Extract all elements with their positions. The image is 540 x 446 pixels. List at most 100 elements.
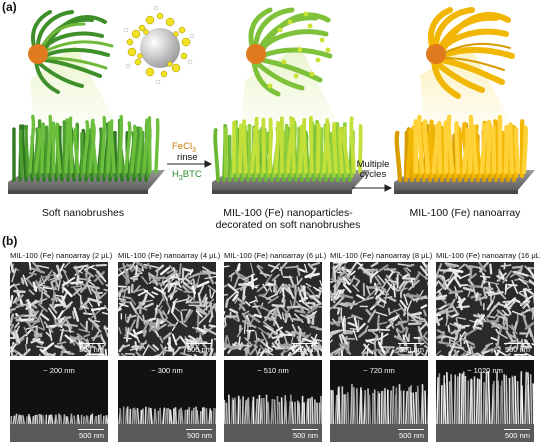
nanobrush-fiber bbox=[521, 125, 529, 175]
nanobrush-fiber bbox=[429, 119, 435, 179]
nanobrush-fiber bbox=[68, 116, 74, 174]
nanobrush-fiber bbox=[109, 119, 116, 174]
nanobrush-fiber bbox=[416, 114, 425, 175]
scale-bar bbox=[186, 428, 212, 430]
soft-nanobrush-array bbox=[8, 114, 165, 194]
nanobrush-fiber bbox=[316, 123, 321, 174]
scale-bar-label: 500 nm bbox=[504, 345, 530, 354]
scale-bar bbox=[292, 428, 318, 430]
scale-bar-label: 500 nm bbox=[78, 345, 104, 354]
nanobrush-fiber bbox=[18, 129, 24, 178]
nanobrush-fiber bbox=[20, 124, 28, 182]
mof-nanoarray bbox=[394, 114, 535, 194]
sem-cross-section-image: ~ 720 nm 500 nm bbox=[330, 360, 428, 442]
nanobrush-fiber bbox=[130, 124, 137, 174]
reagent-h3btc-label: H3BTC bbox=[172, 169, 202, 182]
nanobrush-fiber bbox=[136, 126, 143, 174]
nanobrush-fiber bbox=[436, 121, 443, 175]
soft-nanobrush-3d-icon bbox=[28, 10, 114, 94]
nanobrush-fiber bbox=[142, 118, 150, 174]
reagent-rinse-label: rinse bbox=[177, 152, 198, 163]
scale-bar bbox=[398, 428, 424, 430]
nanobrush-fiber bbox=[274, 120, 281, 174]
sem-cross-section-image: ~ 200 nm 500 nm bbox=[10, 360, 108, 442]
caption-soft-nanobrushes: Soft nanobrushes bbox=[41, 207, 125, 219]
nanobrush-fiber bbox=[422, 119, 431, 175]
nanobrush-fiber bbox=[508, 122, 515, 175]
nanobrush-fiber bbox=[500, 130, 507, 179]
nanobrush-fiber bbox=[513, 127, 521, 175]
nanobrush-fiber bbox=[329, 131, 336, 178]
nanobrush-fiber bbox=[319, 127, 324, 178]
nanobrush-fiber bbox=[64, 118, 70, 174]
scale-bar-label: 500 nm bbox=[292, 431, 318, 440]
nanobrush-fiber bbox=[341, 126, 350, 174]
sem-top-view-image: 500 nm bbox=[10, 262, 108, 356]
nanobrush-fiber bbox=[473, 124, 483, 179]
array-height-label: ~ 1020 nm bbox=[467, 366, 503, 375]
nanobrush-fiber bbox=[134, 126, 139, 178]
mof-sphere-icon bbox=[123, 5, 195, 85]
scale-bar-label: 500 nm bbox=[78, 431, 104, 440]
nanobrush-fiber bbox=[446, 114, 455, 175]
nanobrush-fiber bbox=[113, 130, 118, 182]
nanobrush-fiber bbox=[90, 118, 98, 174]
nanobrush-fiber bbox=[467, 114, 474, 175]
nanobrush-fiber bbox=[28, 114, 36, 174]
nanobrush-fiber bbox=[405, 128, 413, 179]
reagent-fecl3-label: FeCl3 bbox=[172, 141, 196, 154]
scale-bar bbox=[504, 428, 530, 430]
sem-column-title: MIL-100 (Fe) nanoarray (2 μL) bbox=[10, 251, 113, 260]
nanobrush-fiber bbox=[44, 125, 49, 178]
nanobrush-fiber bbox=[334, 122, 342, 178]
panel-a-illustration bbox=[8, 5, 535, 194]
nanobrush-fiber bbox=[268, 117, 273, 174]
caption-mof-nanoarray: MIL-100 (Fe) nanoarray bbox=[409, 207, 521, 219]
nanobrush-fiber bbox=[461, 127, 470, 175]
nanobrush-fiber bbox=[332, 122, 338, 174]
nanobrush-fiber bbox=[73, 127, 80, 174]
nanobrush-fiber bbox=[394, 130, 403, 183]
nanobrush-fiber bbox=[82, 120, 90, 174]
nanobrush-fiber bbox=[325, 124, 332, 174]
sem-column-title: MIL-100 (Fe) nanoarray (8 μL) bbox=[330, 251, 433, 260]
nanobrush-fiber bbox=[34, 127, 42, 174]
scale-bar-label: 500 nm bbox=[398, 431, 424, 440]
sem-cross-section-image: ~ 510 nm 500 nm bbox=[224, 360, 322, 442]
nanobrush-fiber bbox=[40, 122, 45, 174]
nanobrush-fiber bbox=[485, 119, 492, 175]
nanobrush-fiber bbox=[431, 123, 440, 175]
nanobrush-fiber bbox=[124, 121, 132, 174]
array-height-label: ~ 720 nm bbox=[363, 366, 395, 375]
scale-bar bbox=[292, 342, 318, 344]
nanobrush-fiber bbox=[454, 121, 461, 175]
sem-column-title: MIL-100 (Fe) nanoarray (4 μL) bbox=[118, 251, 221, 260]
multiple-cycles-arrow bbox=[352, 184, 393, 192]
nanobrush-fiber bbox=[245, 131, 250, 182]
nanobrush-fiber bbox=[233, 120, 240, 178]
nanobrush-fiber bbox=[57, 125, 64, 182]
nanobrush-fiber bbox=[106, 121, 112, 174]
nanobrush-fiber bbox=[118, 115, 124, 174]
scale-bar bbox=[398, 342, 424, 344]
scale-bar bbox=[78, 428, 104, 430]
nanobrush-fiber bbox=[261, 117, 266, 174]
nanobrush-fiber bbox=[154, 118, 160, 174]
nanobrush-fiber bbox=[338, 126, 344, 174]
nanobrush-fiber bbox=[461, 121, 471, 179]
nanobrush-fiber bbox=[479, 122, 487, 175]
sem-top-view-image: 500 nm bbox=[224, 262, 322, 356]
sem-column-title: MIL-100 (Fe) nanoarray (6 μL) bbox=[224, 251, 327, 260]
scale-bar bbox=[78, 342, 104, 344]
array-height-label: ~ 510 nm bbox=[257, 366, 289, 375]
scale-bar-label: 500 nm bbox=[504, 431, 530, 440]
decorated-nanobrush-array bbox=[212, 115, 370, 194]
nanobrush-fiber bbox=[51, 121, 56, 174]
array-height-label: ~ 200 nm bbox=[43, 366, 75, 375]
scale-bar-label: 500 nm bbox=[398, 345, 424, 354]
nanobrush-fiber bbox=[140, 130, 145, 178]
scale-bar-label: 500 nm bbox=[186, 431, 212, 440]
scale-bar-label: 500 nm bbox=[186, 345, 212, 354]
nanobrush-fiber bbox=[471, 124, 479, 175]
